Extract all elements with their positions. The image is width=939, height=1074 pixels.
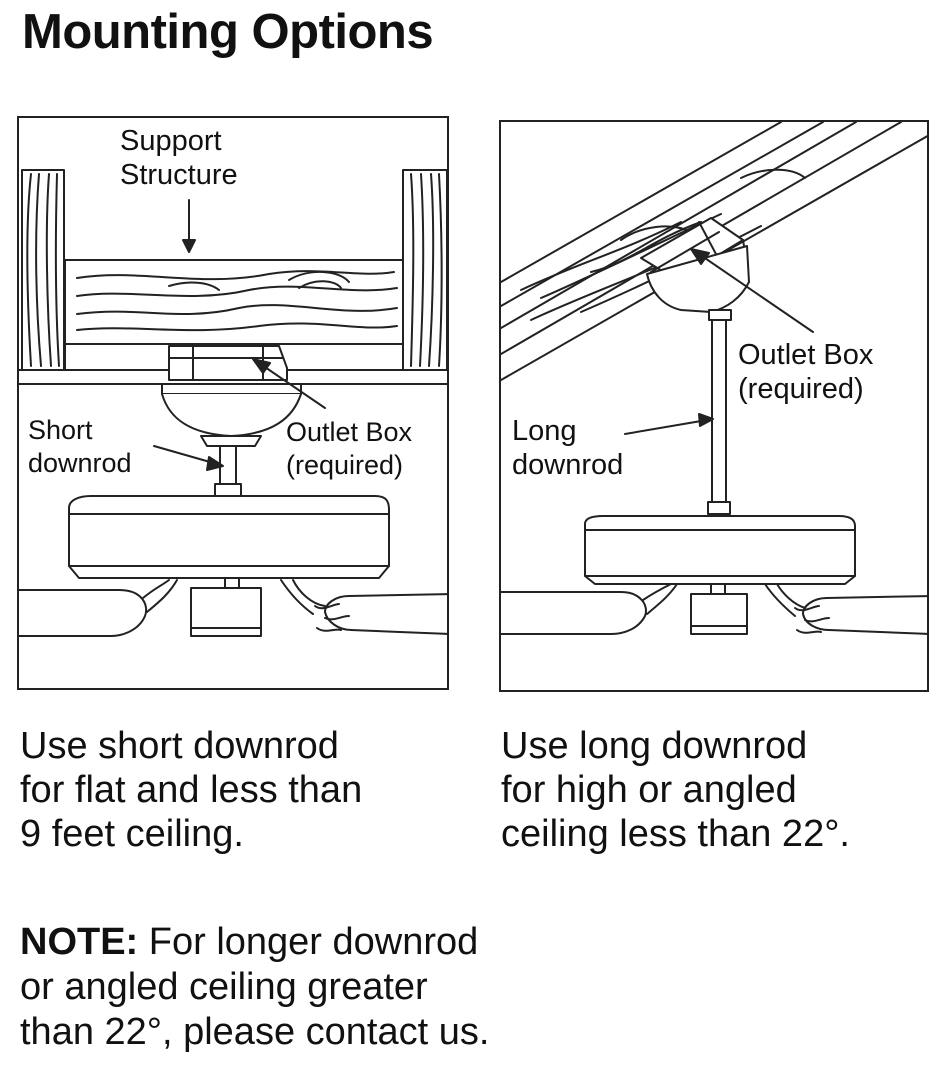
long-downrod-caption: Use long downrod for high or angled ceil… bbox=[501, 725, 850, 855]
note-text: For longer downrod or angled ceiling gre… bbox=[20, 921, 490, 1053]
motor-housing bbox=[584, 515, 856, 585]
support-beam bbox=[64, 259, 404, 345]
motor-housing bbox=[68, 495, 390, 579]
short-downrod bbox=[214, 445, 242, 497]
note: NOTE: For longer downrod or angled ceili… bbox=[20, 920, 640, 1055]
note-prefix: NOTE: bbox=[20, 921, 139, 963]
light-kit bbox=[690, 583, 748, 635]
long-downrod-illustration bbox=[501, 122, 927, 635]
page-title: Mounting Options bbox=[22, 5, 434, 59]
outlet-box-label: Outlet Box (required) bbox=[738, 339, 874, 405]
support-structure-label: Support Structure bbox=[119, 124, 239, 192]
fan-blades bbox=[501, 583, 927, 635]
long-downrod-diagram: Outlet Box (required) Long downrod bbox=[499, 120, 929, 692]
joist-left bbox=[21, 169, 65, 371]
outlet-box-arrow bbox=[252, 358, 326, 409]
short-downrod-diagram: Support Structure Short downrod Outlet B… bbox=[17, 116, 449, 690]
short-downrod-arrow bbox=[153, 445, 224, 471]
outlet-box-label: Outlet Box (required) bbox=[286, 417, 413, 480]
light-kit bbox=[190, 577, 262, 637]
long-downrod bbox=[707, 319, 731, 515]
fan-blades bbox=[19, 579, 447, 637]
short-downrod-label: Short downrod bbox=[28, 415, 132, 478]
long-downrod-arrow bbox=[624, 413, 714, 435]
long-downrod-label: Long downrod bbox=[512, 415, 624, 481]
short-downrod-illustration bbox=[19, 169, 447, 637]
joist-right bbox=[402, 169, 447, 371]
support-arrow bbox=[182, 199, 196, 253]
outlet-box-arrow bbox=[690, 248, 814, 333]
canopy bbox=[161, 383, 302, 447]
short-downrod-caption: Use short downrod for flat and less than… bbox=[20, 725, 363, 855]
